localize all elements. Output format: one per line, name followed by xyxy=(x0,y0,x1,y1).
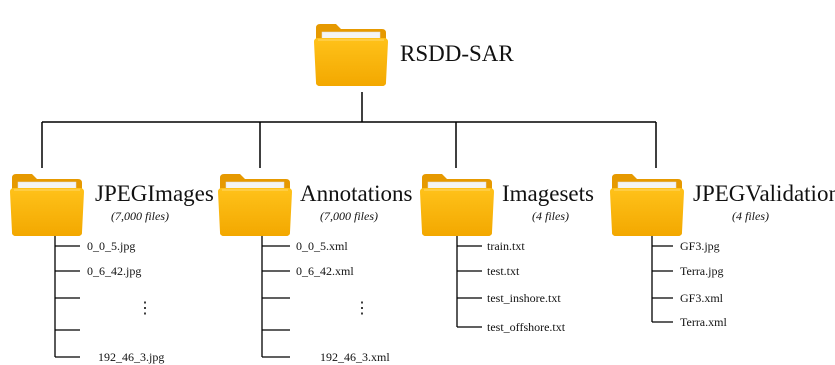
folder-label-jpegvalidation: JPEGValidation xyxy=(693,181,835,206)
ellipsis-vertical: ⋮ xyxy=(137,300,153,317)
ellipsis-vertical: ⋮ xyxy=(354,300,370,317)
file-name: 192_46_3.jpg xyxy=(98,350,165,364)
file-name: test.txt xyxy=(487,264,520,278)
file-count-jpegvalidation: (4 files) xyxy=(732,209,769,223)
folder-icon xyxy=(10,174,84,236)
tree-connectors xyxy=(41,92,657,168)
file-count-jpegimages: (7,000 files) xyxy=(111,209,169,223)
file-name: train.txt xyxy=(487,239,525,253)
file-name: 0_0_5.jpg xyxy=(87,239,136,253)
folder-label-jpegimages: JPEGImages xyxy=(95,181,214,206)
file-name: 0_6_42.jpg xyxy=(87,264,142,278)
file-count-imagesets: (4 files) xyxy=(532,209,569,223)
file-name: test_inshore.txt xyxy=(487,291,561,305)
folder-icon xyxy=(420,174,494,236)
folder-icon xyxy=(610,174,684,236)
root-folder-label: RSDD-SAR xyxy=(400,41,514,66)
folder-icon xyxy=(218,174,292,236)
file-count-annotations: (7,000 files) xyxy=(320,209,378,223)
file-name: Terra.jpg xyxy=(680,264,724,278)
folder-label-imagesets: Imagesets xyxy=(502,181,594,206)
file-name: 0_0_5.xml xyxy=(296,239,348,253)
file-tree-jpegvalidation xyxy=(651,232,673,323)
file-tree-imagesets xyxy=(456,232,482,328)
file-name: GF3.jpg xyxy=(680,239,720,253)
file-tree-annotations xyxy=(261,232,290,358)
file-name: GF3.xml xyxy=(680,291,724,305)
folder-icon xyxy=(314,24,388,86)
file-name: 192_46_3.xml xyxy=(320,350,390,364)
folder-label-annotations: Annotations xyxy=(300,181,413,206)
file-name: 0_6_42.xml xyxy=(296,264,354,278)
file-name: test_offshore.txt xyxy=(487,320,566,334)
file-tree-jpegimages xyxy=(54,232,80,358)
file-name: Terra.xml xyxy=(680,315,727,329)
